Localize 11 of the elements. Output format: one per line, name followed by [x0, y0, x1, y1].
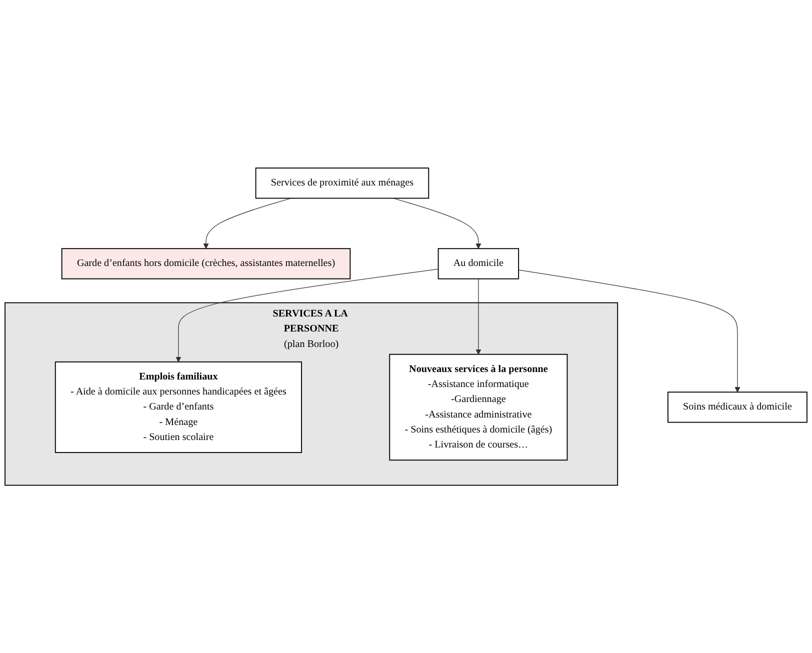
- arrow: [176, 268, 439, 362]
- arrow: [203, 198, 292, 249]
- node-box: Garde d’enfants hors domicile (crèches, assistantes maternelles): [61, 248, 351, 280]
- node-box: Nouveaux services à la personne -Assistance informatique -Gardiennage -Assistance administrative - Soins esthétiques à domicile (âgés) - Livraison de courses…: [389, 354, 568, 460]
- arrow: [476, 278, 482, 354]
- arrow: [518, 269, 740, 392]
- arrow: [392, 198, 482, 249]
- node-box: Emplois familiaux - Aide à domicile aux personnes handicapées et âgées - Garde d’enfants - Ménage - Soutien scolaire: [54, 361, 302, 453]
- node-box: Soins médicaux à domicile: [667, 392, 808, 423]
- node-box: Services de proximité aux ménages: [255, 167, 430, 199]
- node-box: Au domicile: [438, 248, 520, 280]
